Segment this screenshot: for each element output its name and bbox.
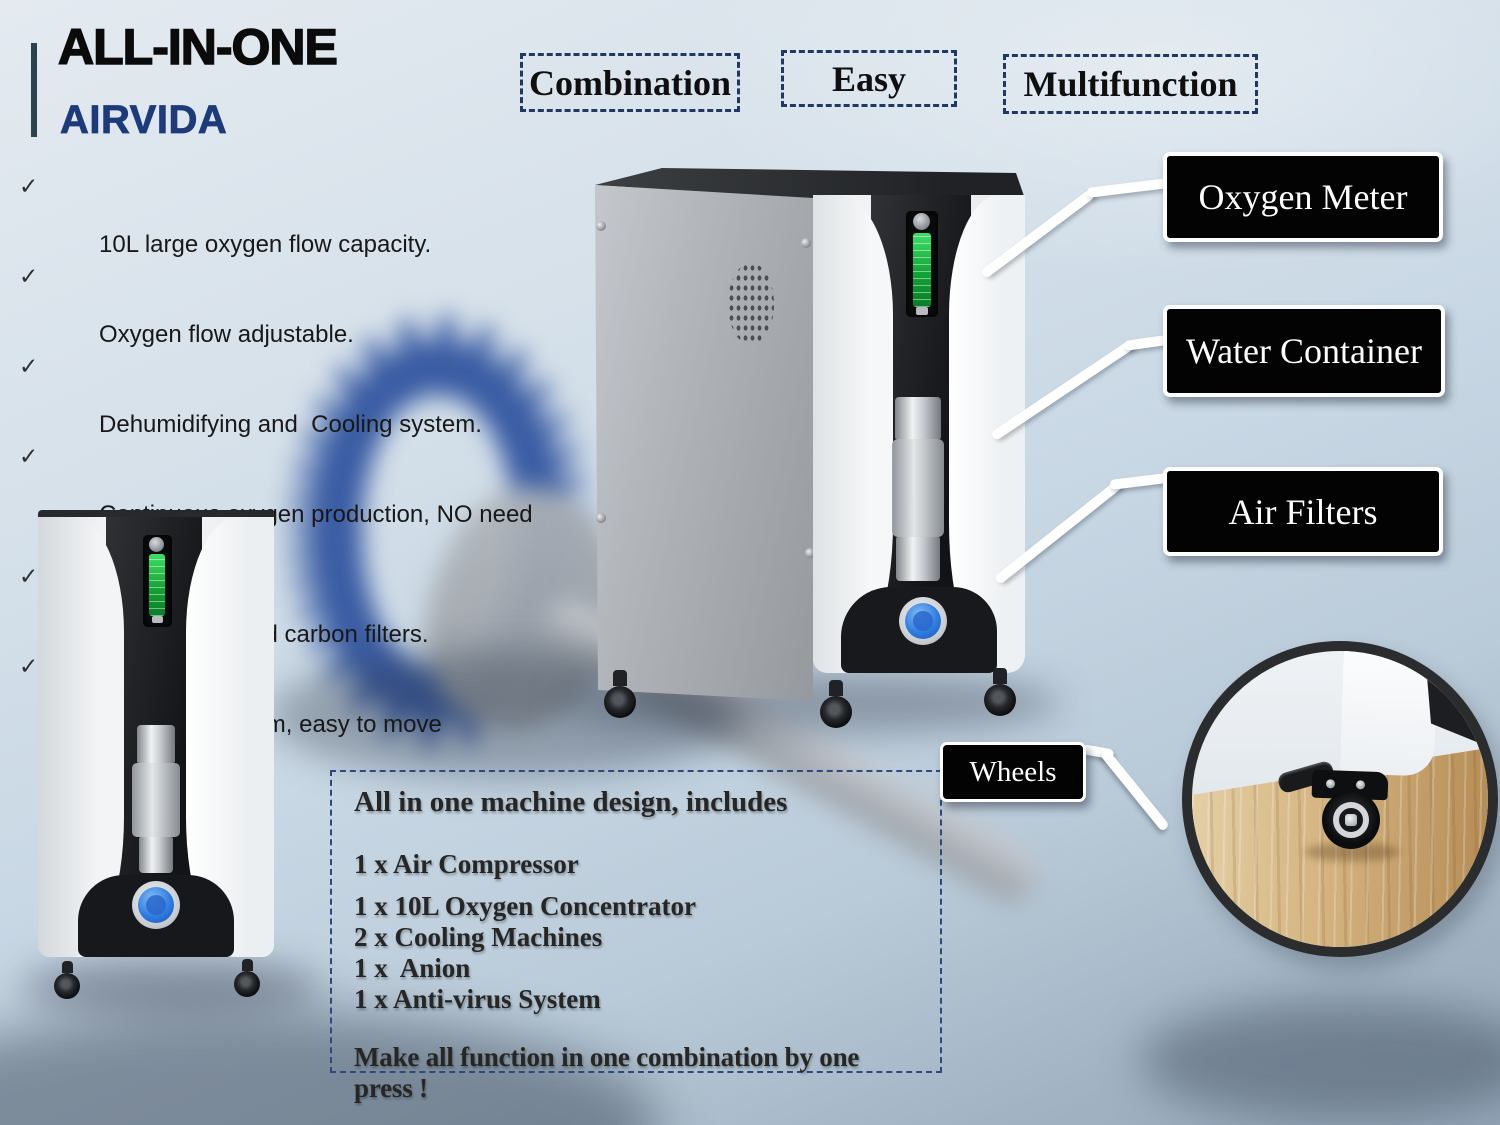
water-container-cap-bottom	[896, 537, 940, 581]
tag-multifunction: Multifunction	[1003, 54, 1258, 114]
machine-side-panel	[595, 185, 813, 701]
caster-wheel	[820, 680, 852, 728]
callout-text: Wheels	[969, 755, 1057, 788]
caster-stem	[241, 959, 253, 971]
water-container-cap-bottom	[139, 837, 173, 873]
caster-tyre	[234, 971, 260, 997]
meter-green-tube	[913, 233, 931, 307]
water-container-glass	[132, 763, 180, 837]
power-button-core	[146, 895, 166, 915]
includes-footer: Make all function in one combination by …	[354, 1042, 866, 1103]
caster-tyre	[984, 684, 1016, 716]
tag-label: Easy	[831, 58, 907, 99]
small-machine-body	[38, 517, 274, 957]
screw	[596, 221, 606, 231]
feature-item: ✓ 10L large oxygen flow capacity.	[15, 170, 569, 260]
includes-item: 1 x 10L Oxygen Concentrator	[354, 891, 696, 921]
callout-label-oxygen-meter: Oxygen Meter	[1163, 152, 1443, 242]
caster-stem	[993, 668, 1007, 684]
water-container-cap-top	[895, 397, 941, 439]
check-icon: ✓	[19, 353, 39, 379]
small-machine	[30, 495, 330, 1025]
tag-easy: Easy	[781, 50, 957, 107]
feature-text: Oxygen flow adjustable.	[99, 321, 354, 348]
callout-line-air-filters	[1109, 472, 1171, 490]
caster-rim	[1333, 802, 1369, 838]
check-icon: ✓	[19, 443, 39, 469]
oxygen-meter	[143, 535, 172, 627]
includes-item: 1 x Anion	[354, 953, 471, 983]
check-icon: ✓	[19, 653, 39, 679]
includes-item: 2 x Cooling Machines	[354, 922, 603, 952]
machine-corner-white	[1339, 651, 1439, 777]
meter-tip	[152, 616, 163, 623]
caster-wheel	[54, 961, 80, 999]
caster-wheel	[984, 668, 1016, 716]
callout-text: Oxygen Meter	[1198, 177, 1408, 217]
bottom-right-shadow	[1140, 1000, 1500, 1120]
wheel-shadow	[1304, 843, 1400, 861]
check-icon: ✓	[19, 263, 39, 289]
bolt-icon	[1325, 779, 1336, 789]
includes-heading: All in one machine design, includes	[354, 786, 788, 818]
water-container-glass	[892, 439, 944, 537]
oxygen-meter	[906, 211, 938, 317]
callout-text: Water Container	[1185, 331, 1422, 371]
screw	[596, 513, 606, 523]
caster-nut	[1345, 814, 1357, 826]
title-accent-bar	[31, 43, 37, 137]
meter-knob	[913, 213, 930, 230]
brand-name: AIRVIDA	[60, 98, 228, 143]
bolt-icon	[1355, 780, 1366, 790]
tag-label: Combination	[528, 62, 732, 103]
meter-knob	[149, 537, 164, 552]
caster-stem	[829, 680, 843, 696]
power-button-core	[913, 611, 933, 631]
callout-label-wheels: Wheels	[940, 742, 1086, 802]
water-container-cap-top	[137, 725, 175, 763]
callout-text: Air Filters	[1228, 491, 1378, 532]
caster-wheel	[604, 670, 636, 718]
feature-item: ✓ Oxygen flow adjustable.	[15, 260, 569, 350]
includes-box: All in one machine design, includes 1 x …	[330, 770, 942, 1103]
caster-tyre	[604, 686, 636, 718]
caster-tyre	[820, 696, 852, 728]
includes-item: 1 x Air Compressor	[354, 849, 579, 879]
feature-text: Dehumidifying and Cooling system.	[99, 411, 482, 438]
screw	[805, 548, 815, 558]
meter-tip	[916, 307, 928, 315]
caster-tyre	[54, 973, 80, 999]
callout-label-air-filters: Air Filters	[1163, 467, 1443, 556]
tag-combination: Combination	[520, 53, 740, 112]
check-icon: ✓	[19, 173, 39, 199]
tag-label: Multifunction	[1023, 64, 1238, 104]
caster-wheel	[234, 959, 260, 997]
main-machine	[580, 160, 1050, 740]
feature-text: 10L large oxygen flow capacity.	[99, 231, 432, 258]
caster-stem	[613, 670, 627, 686]
check-icon: ✓	[19, 563, 39, 589]
caster-stem	[61, 961, 73, 973]
caster-wheel	[1322, 791, 1380, 849]
callout-line-oxygen-meter	[1086, 178, 1169, 198]
blurred-gear-background	[280, 314, 1100, 920]
feature-item: ✓ Dehumidifying and Cooling system.	[15, 350, 569, 440]
screw	[801, 238, 811, 248]
wheel-photo-circle	[1182, 641, 1498, 957]
vent-grille	[728, 263, 774, 345]
callout-label-water-container: Water Container	[1163, 305, 1445, 397]
callout-line-wheels	[1099, 747, 1170, 832]
meter-green-tube	[149, 554, 165, 616]
includes-item: 1 x Anti-virus System	[354, 984, 601, 1014]
page-title: ALL-IN-ONE	[57, 18, 338, 76]
